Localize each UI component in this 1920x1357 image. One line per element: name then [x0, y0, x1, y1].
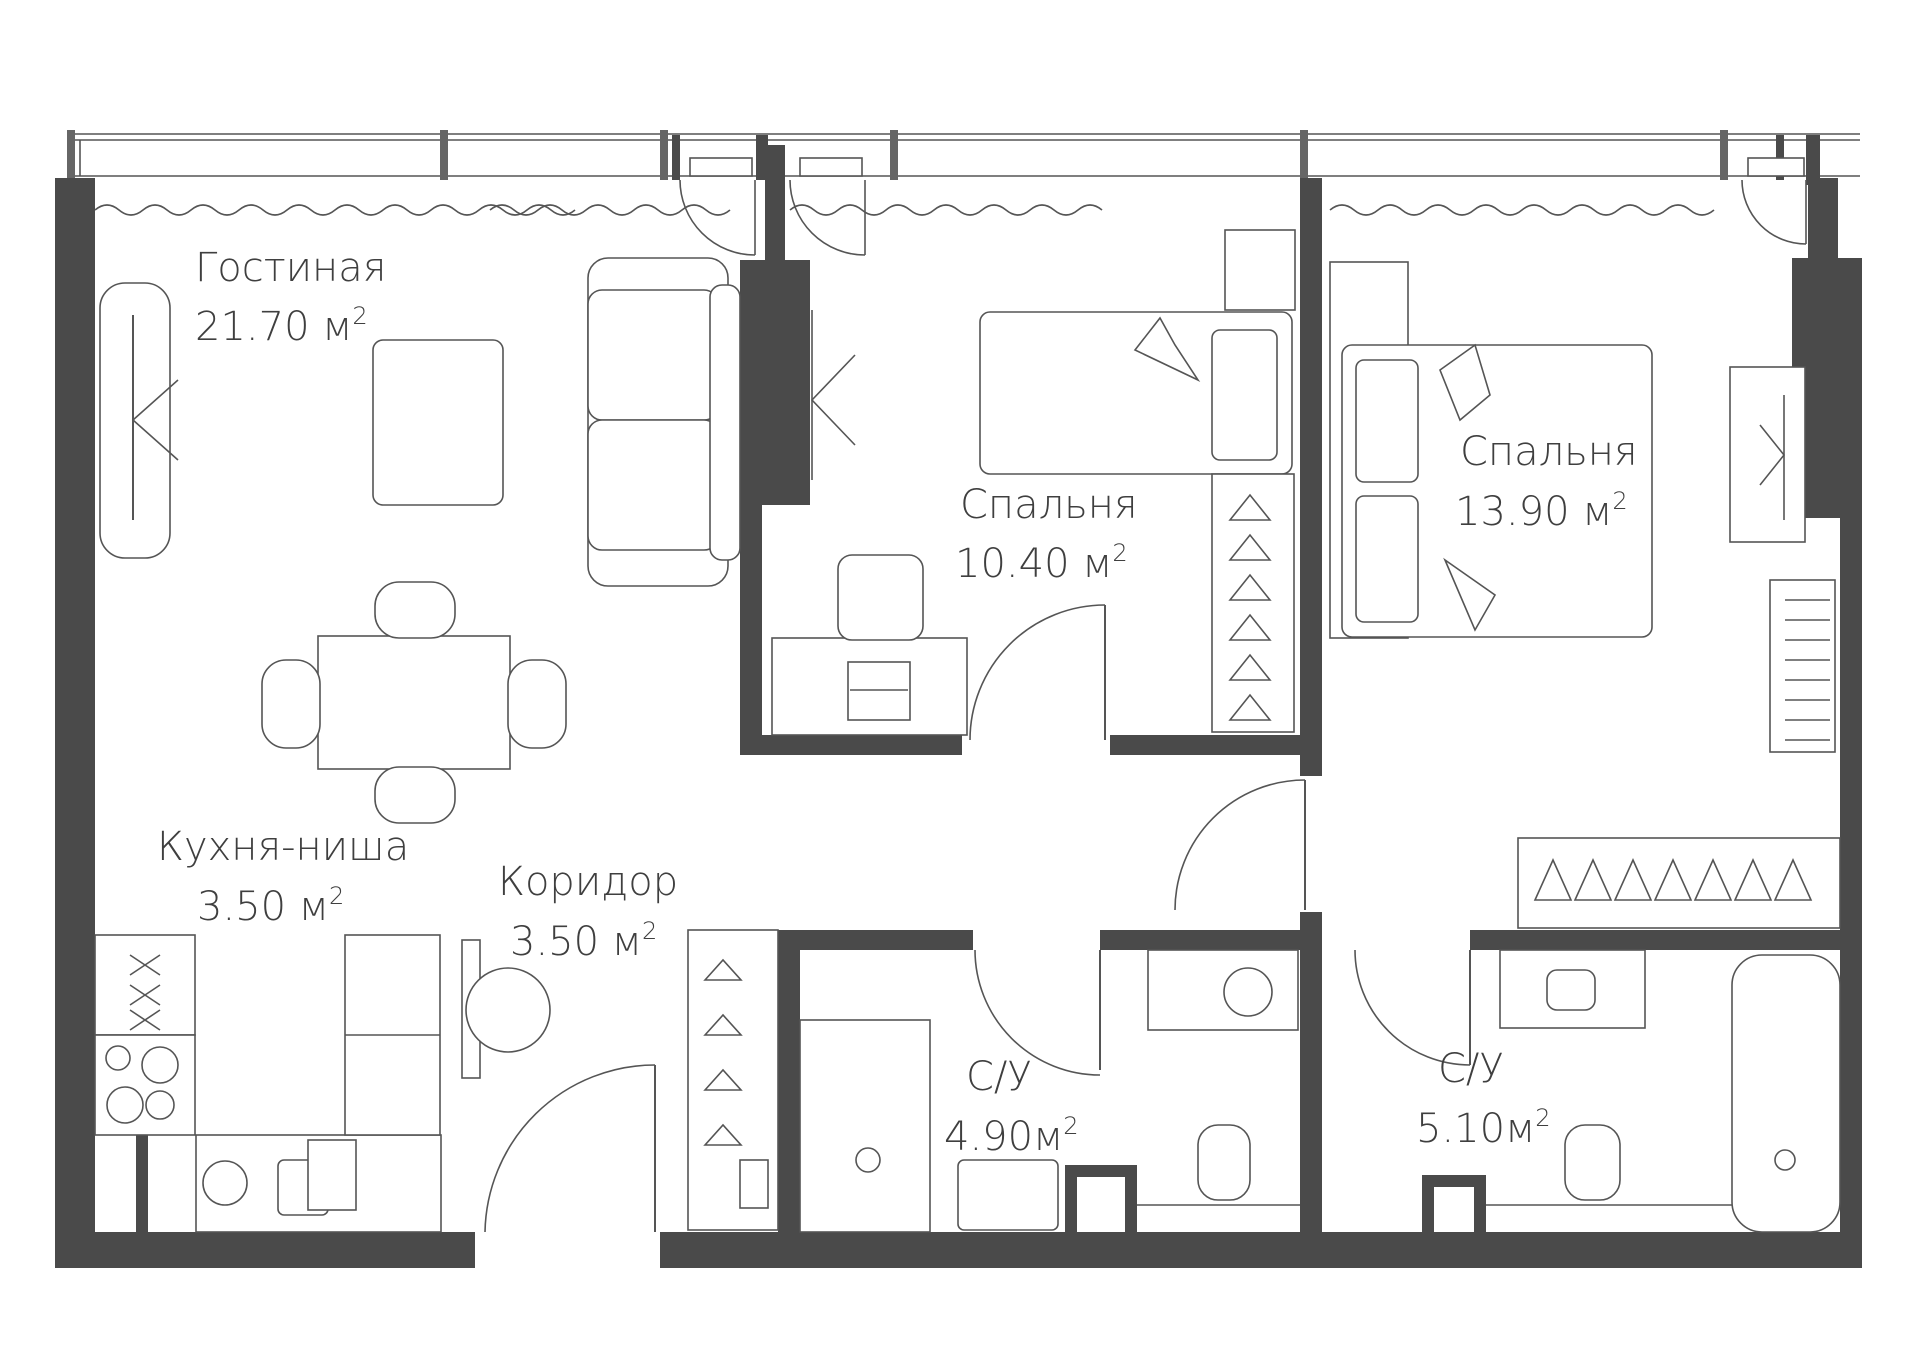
room-name-bath2: С/У — [1438, 1046, 1504, 1092]
room-name-bedroom2: Спальня — [1460, 429, 1638, 475]
room-area-bath1: 4.90м2 — [944, 1112, 1079, 1160]
bedroom1-furniture — [771, 229, 1296, 736]
bath1-fixtures — [799, 949, 1300, 1233]
bath2-fixtures — [1486, 949, 1841, 1233]
room-area-bedroom2: 13.90 м2 — [1455, 487, 1628, 535]
window-rail — [67, 130, 1860, 180]
kitchen-furniture — [94, 934, 551, 1233]
room-area-living: 21.70 м2 — [195, 302, 368, 350]
room-area-bath2: 5.10м2 — [1416, 1104, 1551, 1152]
living-furniture — [99, 257, 741, 824]
room-name-kitchen: Кухня-ниша — [157, 824, 409, 870]
room-labels: Гостиная 21.70 м2 Спальня 10.40 м2 Спаль… — [157, 245, 1638, 1160]
room-area-bedroom1: 10.40 м2 — [955, 539, 1128, 587]
room-name-bedroom1: Спальня — [960, 482, 1138, 528]
room-name-bath1: С/У — [966, 1054, 1032, 1100]
room-name-living: Гостиная — [195, 245, 386, 291]
room-area-kitchen: 3.50 м2 — [197, 882, 344, 930]
room-name-corridor: Коридор — [498, 859, 678, 905]
room-area-corridor: 3.50 м2 — [510, 917, 657, 965]
bedroom2-furniture — [1329, 261, 1841, 929]
walls — [55, 135, 1862, 1268]
balcony-doors — [679, 157, 1807, 256]
corridor-storage — [687, 929, 779, 1231]
curtains — [94, 204, 1715, 216]
interior-doors — [484, 604, 1471, 1233]
